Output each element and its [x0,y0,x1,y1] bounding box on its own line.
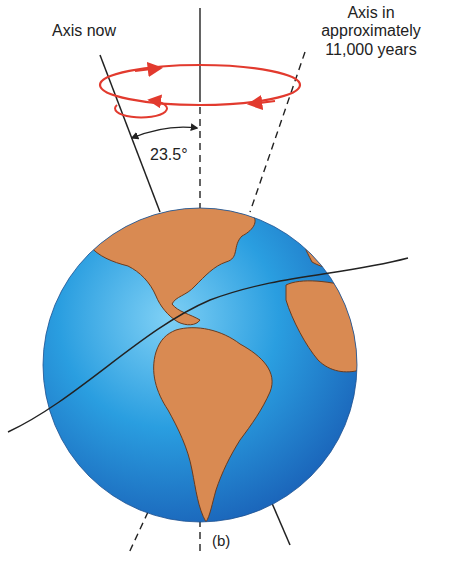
future-axis [128,512,148,555]
vertical-axis [199,8,200,95]
angle-label: 23.5° [150,146,210,164]
axis-label: Axis now [52,22,162,40]
north-america [90,207,255,325]
greenland [300,225,350,271]
current-axis [100,55,160,212]
precession-arrow [250,101,275,104]
precession-arrow [135,68,160,71]
vertical-axis [199,95,200,212]
continents [90,207,360,522]
precession-circle [100,65,300,85]
orbital-plane [8,258,408,432]
south-america [154,328,272,522]
rotation-arrow [115,100,167,117]
future-axis [250,52,305,212]
vertical-axis [199,520,200,555]
precession-circle [100,85,300,105]
axis-label: Axis in approximately 11,000 years [296,4,446,59]
angle-arc [132,127,197,138]
africa [286,281,360,372]
panel-label: (b) [212,532,252,549]
